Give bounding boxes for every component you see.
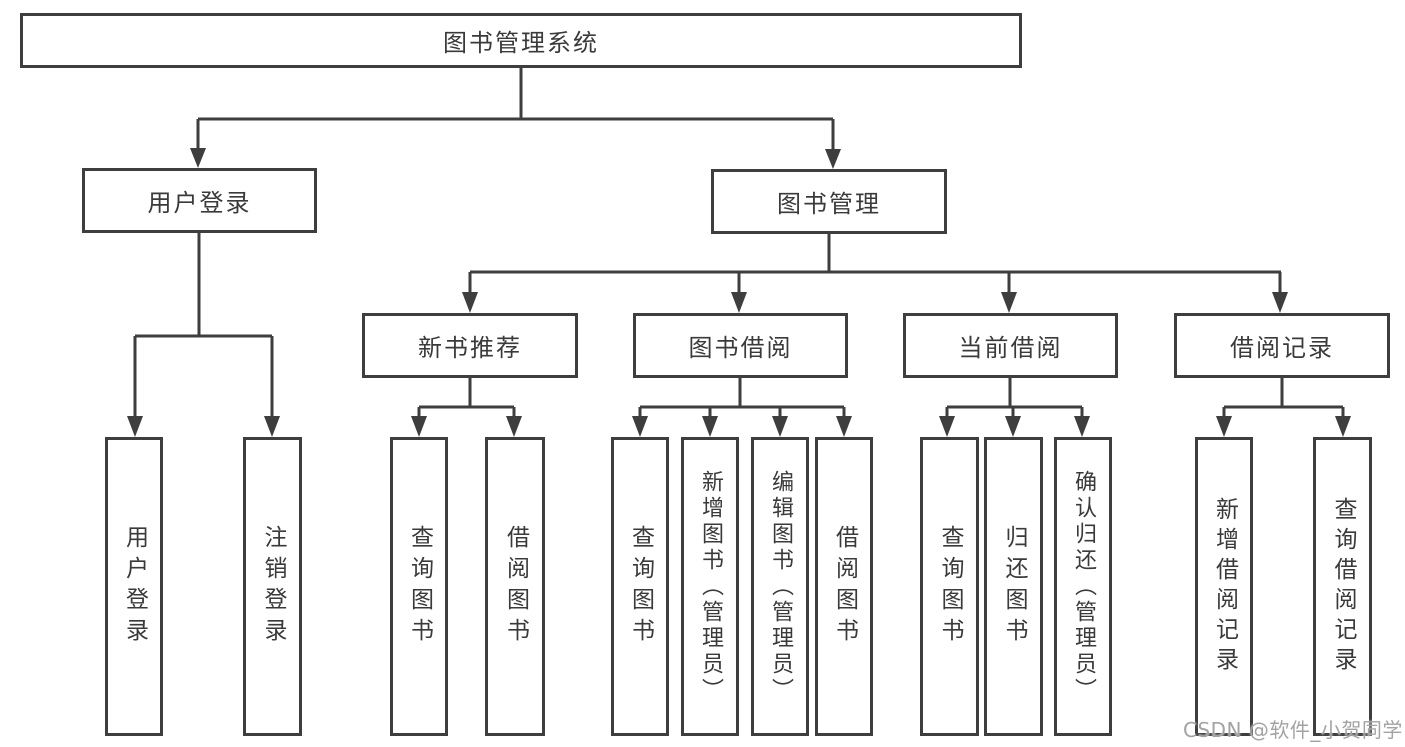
connector-current-borrow-to-leaves bbox=[939, 378, 1090, 437]
node-system-root: 图书管理系统 bbox=[20, 13, 1022, 68]
connector-book-borrow-to-leaves bbox=[632, 378, 852, 437]
node-book-management: 图书管理 bbox=[711, 169, 947, 234]
node-label: 图书管理系统 bbox=[443, 29, 599, 57]
leaf-user-login: 用户登录 bbox=[105, 437, 163, 736]
node-label: 图书管理 bbox=[777, 190, 881, 218]
node-label: 新书推荐 bbox=[418, 334, 522, 362]
connector-root-to-level2 bbox=[190, 68, 841, 169]
leaf-add-book-admin: 新增图书（管理员） bbox=[681, 437, 739, 736]
leaf-add-borrow-record: 新增借阅记录 bbox=[1195, 437, 1253, 736]
node-label: 用户登录 bbox=[121, 524, 148, 649]
connector-user-login-to-leaves bbox=[127, 233, 280, 437]
node-label: 注销登录 bbox=[260, 524, 286, 649]
leaf-query-books-2: 查询图书 bbox=[611, 437, 669, 736]
node-label: 查询借阅记录 bbox=[1330, 496, 1356, 677]
watermark-text: CSDN @软件_小贺同学 bbox=[1183, 718, 1403, 742]
node-new-book-recommend: 新书推荐 bbox=[362, 313, 578, 378]
node-book-borrow: 图书借阅 bbox=[633, 313, 848, 378]
node-label: 借阅图书 bbox=[831, 524, 858, 649]
leaf-query-books-1: 查询图书 bbox=[390, 437, 448, 736]
leaf-query-books-3: 查询图书 bbox=[920, 437, 979, 736]
node-label: 归还图书 bbox=[1001, 524, 1027, 649]
leaf-return-book: 归还图书 bbox=[984, 437, 1043, 736]
leaf-edit-book-admin: 编辑图书（管理员） bbox=[751, 437, 809, 736]
node-label: 用户登录 bbox=[147, 189, 252, 217]
leaf-borrow-books-1: 借阅图书 bbox=[485, 437, 545, 736]
connector-borrow-record-to-leaves bbox=[1216, 378, 1351, 437]
node-user-login: 用户登录 bbox=[82, 168, 317, 233]
node-borrow-records: 借阅记录 bbox=[1174, 313, 1390, 378]
node-label: 借阅图书 bbox=[502, 524, 529, 649]
node-label: 编辑图书（管理员） bbox=[768, 469, 793, 704]
node-current-borrow: 当前借阅 bbox=[903, 313, 1118, 378]
leaf-borrow-books-2: 借阅图书 bbox=[815, 437, 873, 736]
node-label: 查询图书 bbox=[627, 524, 654, 649]
leaf-logout: 注销登录 bbox=[243, 437, 302, 736]
node-label: 查询图书 bbox=[406, 524, 433, 649]
node-label: 确认归还（管理员） bbox=[1071, 469, 1096, 704]
node-label: 新增借阅记录 bbox=[1211, 496, 1238, 677]
node-label: 新增图书（管理员） bbox=[698, 469, 723, 704]
node-label: 借阅记录 bbox=[1230, 334, 1334, 362]
node-label: 当前借阅 bbox=[958, 334, 1063, 362]
leaf-confirm-return-admin: 确认归还（管理员） bbox=[1054, 437, 1112, 736]
node-label: 图书借阅 bbox=[688, 334, 793, 362]
leaf-query-borrow-record: 查询借阅记录 bbox=[1313, 437, 1372, 736]
connector-new-book-to-leaves bbox=[411, 378, 522, 437]
connector-book-mgmt-to-level3 bbox=[462, 234, 1288, 313]
node-label: 查询图书 bbox=[937, 524, 963, 649]
